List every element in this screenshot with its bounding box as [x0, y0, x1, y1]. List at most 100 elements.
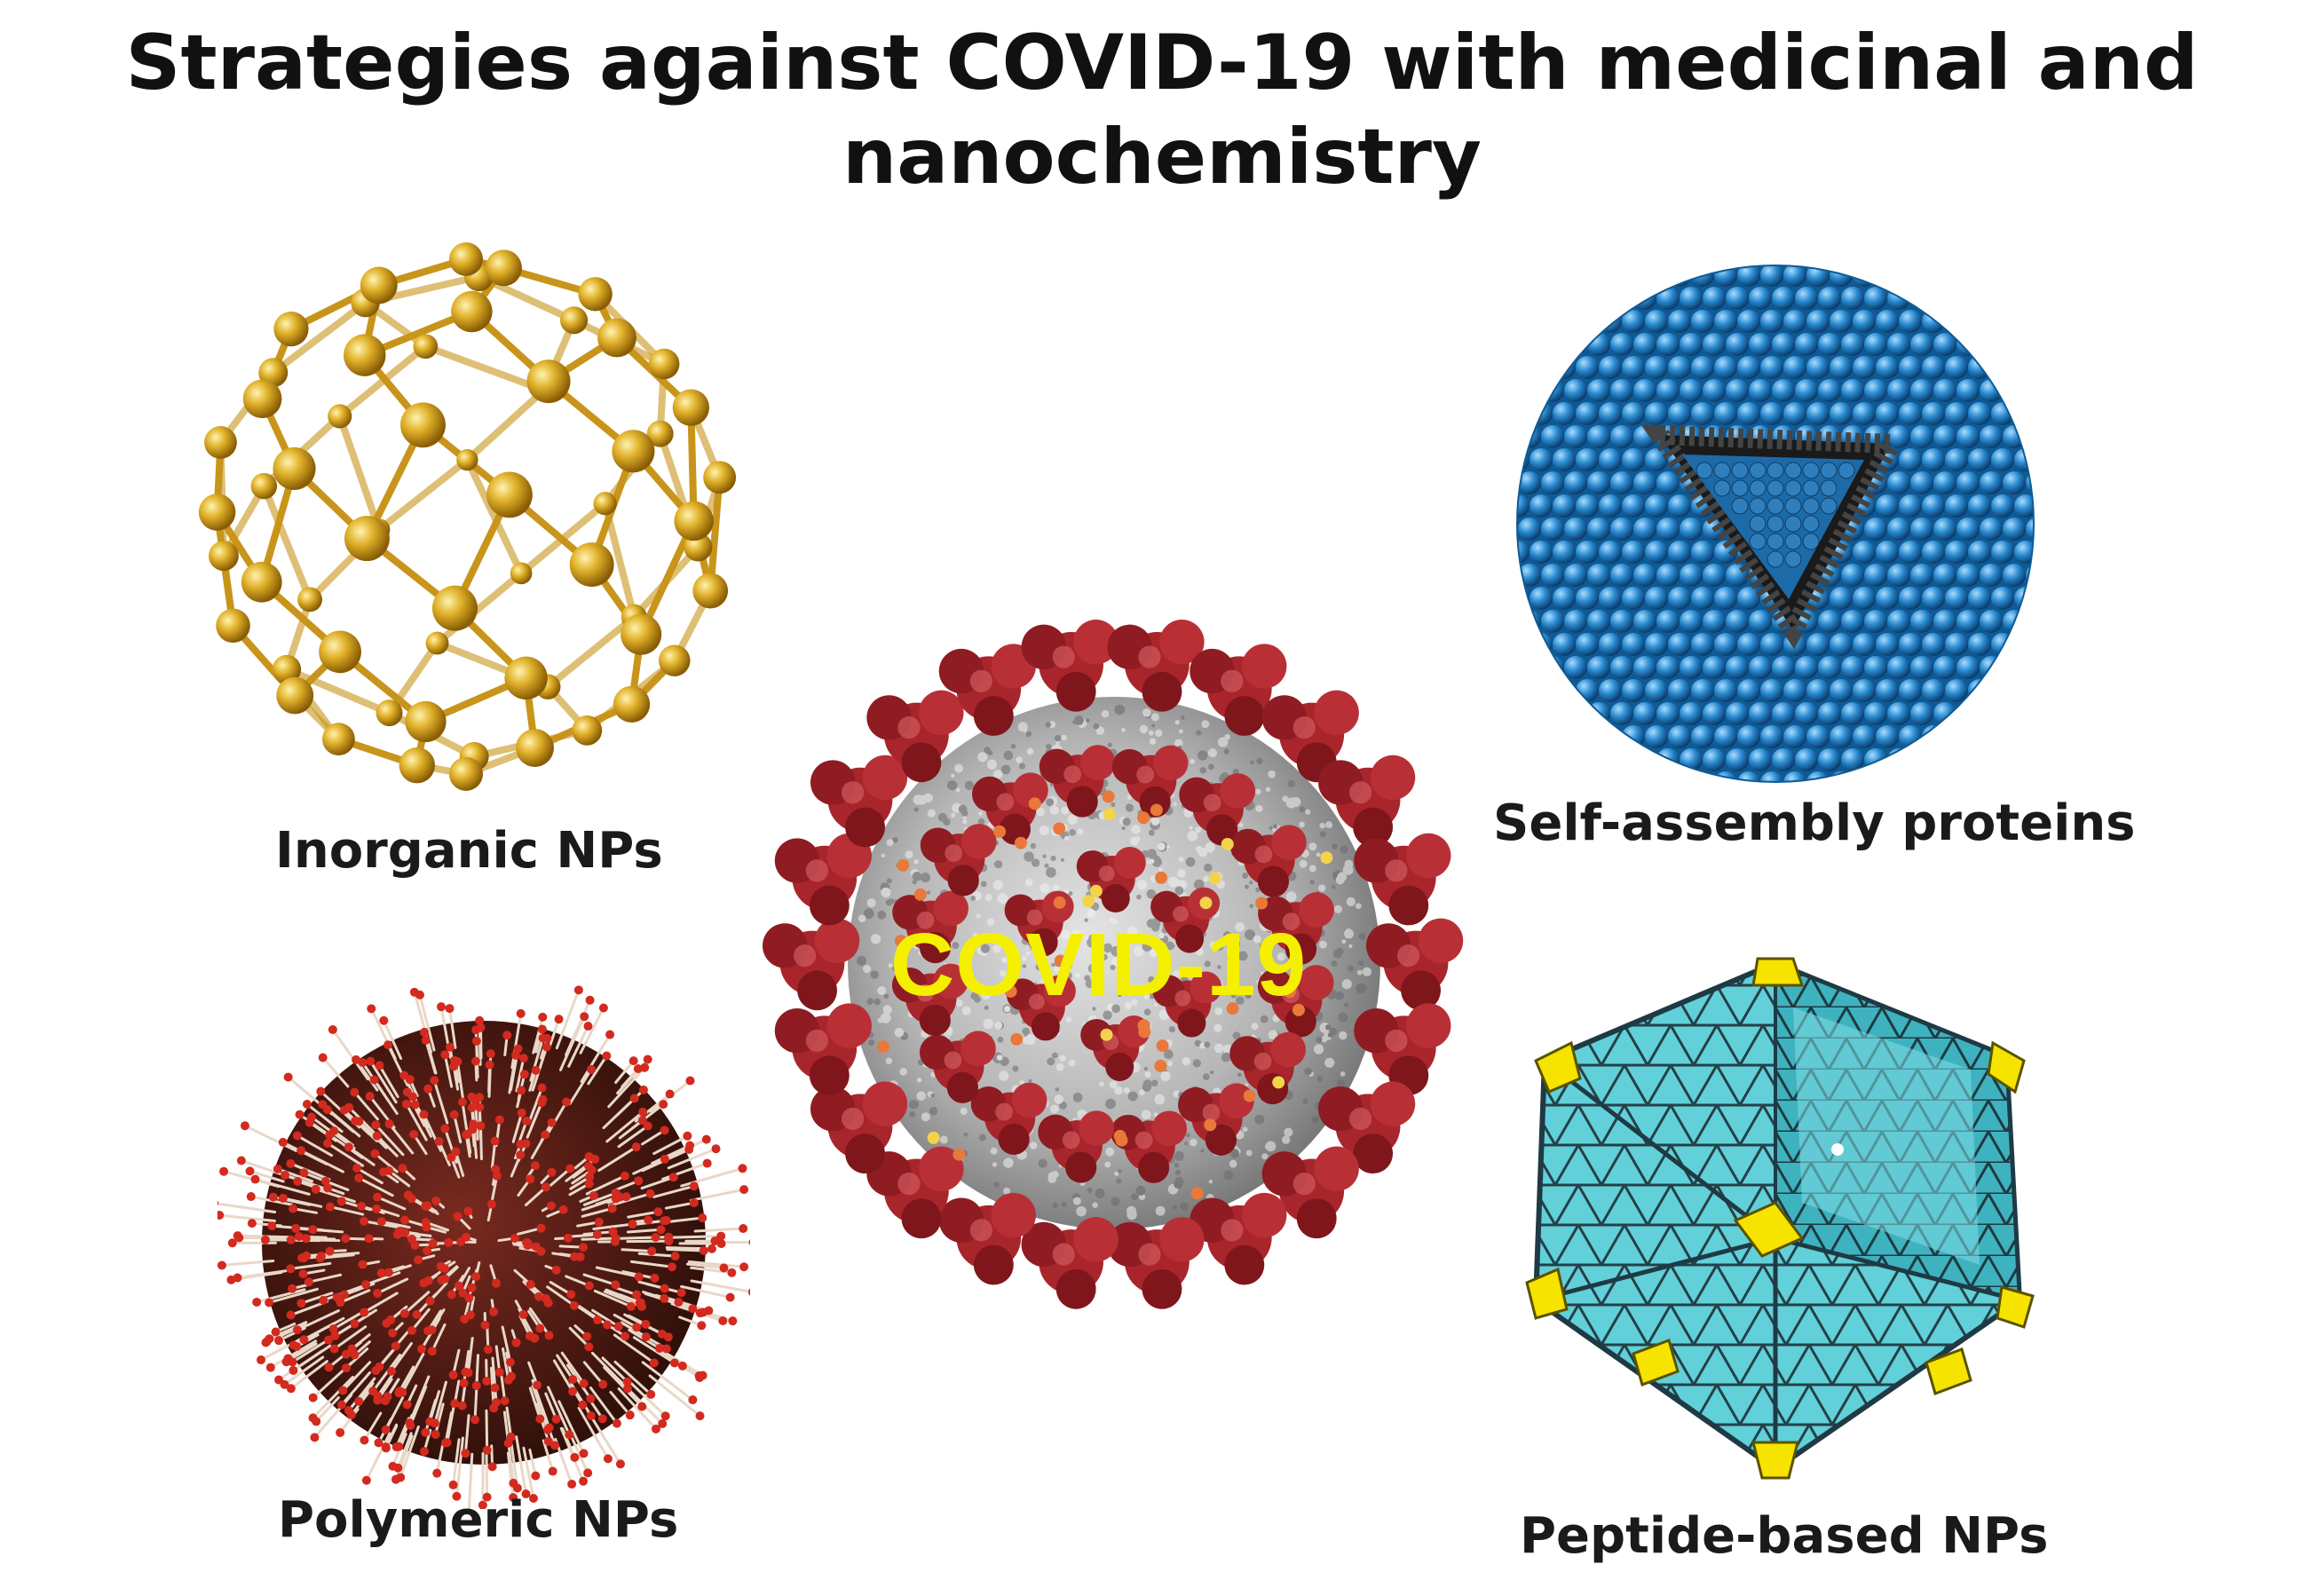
peptide-icosahedron-icon [1525, 957, 2035, 1480]
spike-protein [1261, 690, 1359, 783]
gold-atom [674, 501, 714, 541]
polymeric-nps-label: Polymeric NPs [278, 1491, 679, 1549]
covid-19-label: COVID-19 [890, 915, 1308, 1015]
gold-atom [209, 541, 239, 572]
polymeric-sphere-icon [217, 985, 750, 1509]
spike-protein [1111, 745, 1189, 818]
spike-protein [1021, 1217, 1119, 1309]
coronavirus-icon [763, 620, 1464, 1309]
spike-protein [1107, 1217, 1205, 1309]
spike-protein [1006, 975, 1076, 1041]
spike-protein [1230, 825, 1307, 897]
spike-protein [1152, 971, 1222, 1038]
gold-atom [449, 242, 483, 276]
gold-atom [692, 573, 729, 609]
blue-protein-cage-icon [1516, 265, 2035, 783]
gold-atom [297, 587, 323, 612]
title-line-1: Strategies against COVID-19 with medicin… [125, 19, 2199, 107]
gold-atom [344, 516, 390, 562]
gold-atom [198, 494, 236, 531]
spike-protein [920, 824, 997, 897]
gold-atom [216, 608, 250, 644]
spike-protein [970, 1082, 1047, 1155]
spike-protein [810, 1081, 908, 1174]
gold-atom [328, 404, 352, 429]
polymeric-nps-panel [217, 976, 750, 1509]
gold-atom [242, 379, 282, 419]
spike-protein [1107, 620, 1205, 712]
gold-atom [560, 306, 589, 335]
gold-atom [204, 426, 237, 459]
gold-atom [672, 389, 710, 426]
spike-protein [938, 1192, 1036, 1285]
spike-protein [774, 1003, 872, 1095]
title-line-2: nanochemistry [842, 113, 1482, 201]
gold-atom [648, 348, 680, 380]
spike-protein [1021, 620, 1119, 712]
spike-protein [1318, 1081, 1416, 1174]
gold-atom [250, 472, 278, 500]
spike-protein [1366, 918, 1464, 1011]
spike-protein [866, 1146, 964, 1239]
gold-atom [360, 266, 398, 304]
gold-atom [613, 685, 651, 723]
gold-atom [572, 715, 603, 746]
gold-atom [504, 656, 548, 700]
gold-atom [451, 290, 493, 333]
self-assembly-proteins-panel [1500, 257, 2051, 790]
gold-atom [578, 277, 613, 312]
spike-protein [971, 772, 1048, 845]
spike-protein [892, 890, 968, 964]
gold-atom [516, 729, 554, 767]
gold-atom [703, 461, 737, 494]
spike-protein [891, 963, 968, 1037]
gold-atom [569, 542, 614, 588]
gold-atom [431, 585, 478, 631]
gold-atom [485, 249, 522, 287]
gold-atom [425, 631, 449, 655]
figure-title: Strategies against COVID-19 with medicin… [0, 16, 2324, 204]
spike-protein [810, 754, 908, 848]
spike-protein [1257, 965, 1334, 1038]
gold-atom [273, 446, 316, 490]
gold-atom [646, 420, 674, 447]
spike-protein [1190, 644, 1287, 736]
spike-protein [1190, 1192, 1287, 1285]
self-assembly-proteins-label: Self-assembly proteins [1493, 794, 2136, 852]
gold-atom [449, 757, 483, 791]
peptide-based-nps-panel [1509, 945, 2042, 1487]
gold-atom [319, 630, 361, 674]
gold-atom [413, 334, 439, 359]
spike-protein [763, 918, 860, 1011]
gold-atom [486, 471, 533, 518]
inorganic-nps-label: Inorganic NPs [275, 822, 663, 880]
gold-atom [510, 562, 533, 585]
gold-atom [276, 676, 314, 715]
spike-protein [1354, 833, 1451, 926]
gold-atom [272, 654, 302, 684]
spike-protein [1179, 773, 1256, 846]
gold-atom [659, 644, 691, 676]
gold-atom [400, 402, 446, 448]
spike-protein [1261, 1146, 1359, 1239]
gold-atom [322, 723, 355, 756]
gold-atom [405, 700, 447, 743]
gold-atom [375, 699, 403, 727]
gold-atom [612, 430, 655, 473]
gold-atom [621, 613, 662, 655]
gold-atom [456, 448, 478, 471]
gold-atom [241, 561, 282, 603]
peptide-based-nps-label: Peptide-based NPs [1520, 1507, 2049, 1565]
spike-protein [1038, 1110, 1115, 1183]
spike-protein [919, 1031, 996, 1103]
gold-atom [344, 334, 386, 376]
gold-fullerene-cage-icon [198, 242, 737, 791]
spike-protein [1039, 745, 1116, 818]
gold-atom [593, 492, 617, 516]
covid-19-panel [741, 590, 1505, 1336]
spike-protein [1354, 1003, 1451, 1095]
inorganic-nps-panel [182, 233, 759, 801]
gold-atom [399, 747, 436, 784]
spike-protein [866, 690, 964, 783]
spike-protein [1318, 754, 1416, 848]
